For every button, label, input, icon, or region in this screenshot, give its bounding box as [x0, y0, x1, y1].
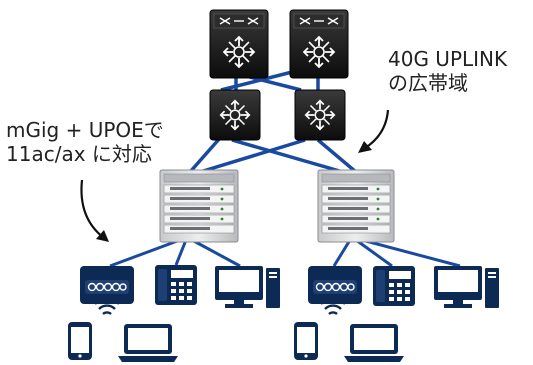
laptop-icon — [344, 324, 404, 362]
wifi-waves-icon — [320, 297, 346, 315]
access-point-icon — [308, 266, 362, 304]
desktop-pc-icon — [215, 266, 280, 308]
link — [109, 238, 181, 268]
link — [355, 238, 393, 268]
mgig-label-line2: 11ac/ax に対応 — [6, 142, 152, 166]
link — [361, 238, 461, 268]
laptop-icon — [118, 324, 178, 362]
uplink-label: 40G UPLINK の広帯域 — [388, 47, 507, 95]
link — [220, 68, 301, 92]
mgig-annotation-arrow — [80, 179, 109, 242]
link — [332, 239, 352, 267]
wifi-waves-icon — [94, 297, 120, 315]
link — [191, 238, 241, 268]
link — [188, 136, 222, 174]
core-switch-icon — [289, 9, 349, 79]
link — [174, 239, 188, 266]
distribution-switch-icon — [209, 89, 261, 141]
access-point-icon — [80, 266, 134, 304]
endpoint-links — [109, 238, 461, 268]
ip-phone-icon — [155, 265, 197, 305]
mgig-label-line1: mGig + UPOEで — [6, 118, 164, 142]
ip-phone-icon — [373, 266, 415, 306]
chassis-switch-icon — [159, 169, 239, 243]
smartphone-icon — [294, 322, 318, 360]
distribution-switch-icon — [294, 89, 346, 141]
uplink-label-line1: 40G UPLINK — [388, 47, 508, 71]
desktop-pc-icon — [434, 266, 499, 308]
chassis-switch-icon — [317, 169, 395, 243]
link — [231, 138, 344, 174]
mgig-label: mGig + UPOEで 11ac/ax に対応 — [6, 118, 164, 166]
core-switch-icon — [209, 9, 269, 79]
link — [199, 138, 306, 174]
uplink-label-line2: の広帯域 — [388, 71, 468, 95]
smartphone-icon — [68, 322, 92, 360]
uplink-annotation-arrow — [358, 109, 390, 153]
distribution-access-links — [188, 136, 358, 174]
link — [316, 138, 358, 174]
